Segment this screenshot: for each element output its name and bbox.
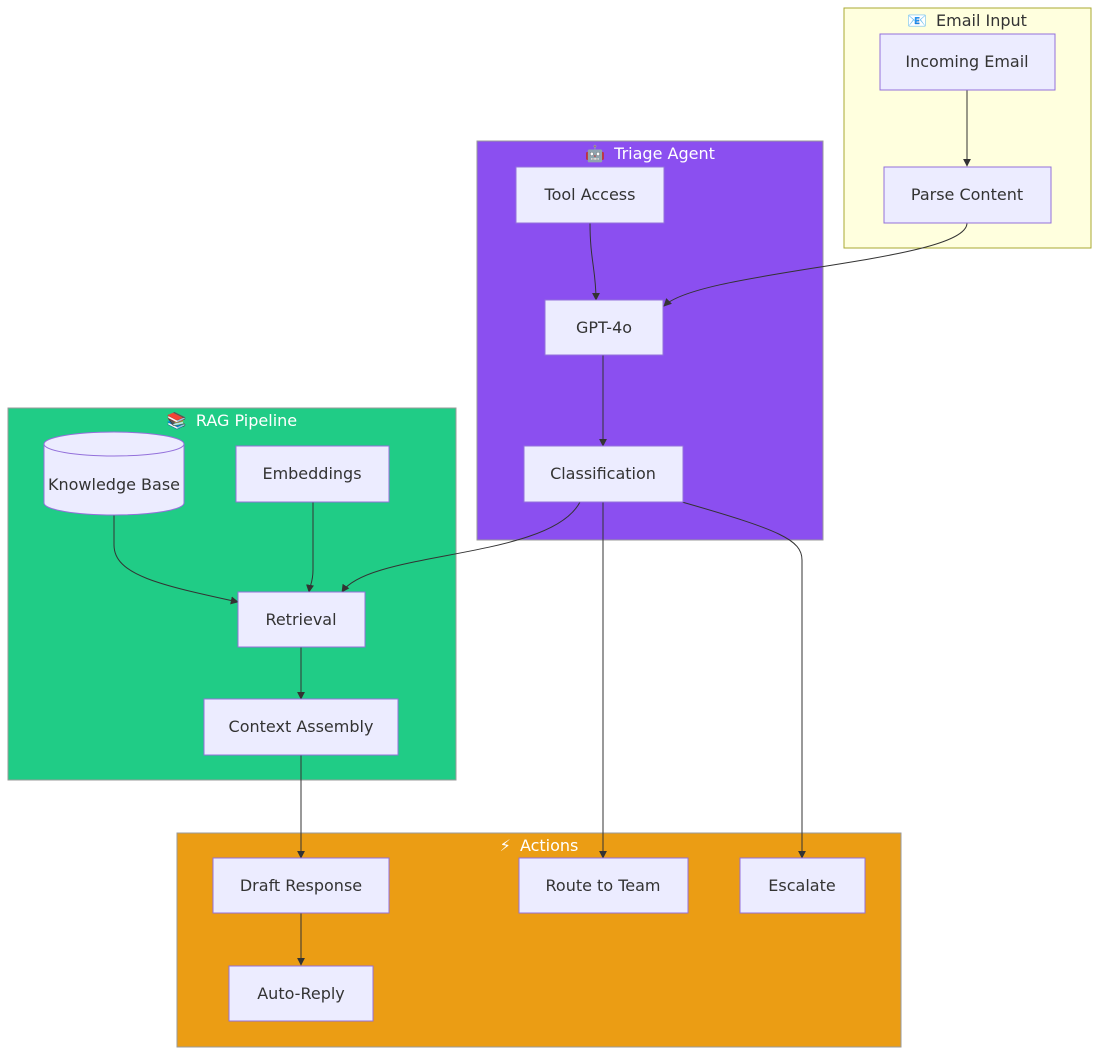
node-label-incoming-email: Incoming Email (905, 52, 1028, 71)
books-icon: 📚 (167, 411, 187, 430)
edge-classification-to-escalate (681, 501, 806, 859)
node-label-context-assembly: Context Assembly (229, 717, 374, 736)
node-parse-content[interactable]: Parse Content (883, 166, 1052, 224)
subgraph-title-email-input: Email Input (936, 11, 1027, 30)
node-label-gpt-4o: GPT-4o (576, 318, 632, 337)
node-gpt-4o[interactable]: GPT-4o (544, 299, 664, 356)
node-draft-response[interactable]: Draft Response (212, 857, 390, 914)
node-escalate[interactable]: Escalate (739, 857, 866, 914)
svg-text:⚡ Actions: ⚡ Actions (500, 836, 579, 855)
edge-parse-to-gpt (663, 222, 968, 307)
subgraph-title-actions: Actions (520, 836, 578, 855)
node-retrieval[interactable]: Retrieval (237, 591, 366, 648)
node-context-assembly[interactable]: Context Assembly (203, 698, 399, 756)
node-auto-reply[interactable]: Auto-Reply (228, 965, 374, 1022)
edge-tool-to-gpt (589, 222, 600, 301)
lightning-icon: ⚡ (500, 836, 511, 855)
node-label-retrieval: Retrieval (265, 610, 336, 629)
robot-icon: 🤖 (585, 144, 605, 163)
envelope-icon: 📧 (907, 11, 927, 30)
node-label-auto-reply: Auto-Reply (257, 984, 345, 1003)
edge-classification-to-retrieval (341, 501, 581, 593)
subgraph-title-triage-agent: Triage Agent (613, 144, 715, 163)
node-label-knowledge-base: Knowledge Base (48, 475, 180, 494)
node-tool-access[interactable]: Tool Access (515, 166, 665, 224)
node-label-parse-content: Parse Content (911, 185, 1023, 204)
node-classification[interactable]: Classification (523, 445, 684, 503)
node-label-route-to-team: Route to Team (546, 876, 661, 895)
node-label-embeddings: Embeddings (262, 464, 361, 483)
subgraph-title-rag-pipeline: RAG Pipeline (196, 411, 297, 430)
node-label-classification: Classification (550, 464, 656, 483)
svg-text:📧 Email Input: 📧 Email Input (907, 11, 1027, 30)
svg-text:🤖 Triage Agent: 🤖 Triage Agent (585, 144, 715, 163)
edge-kb-to-retrieval (113, 515, 239, 605)
edges (113, 90, 971, 966)
svg-text:📚 RAG Pipeline: 📚 RAG Pipeline (167, 411, 297, 430)
node-knowledge-base[interactable]: Knowledge Base (43, 431, 185, 516)
node-incoming-email[interactable]: Incoming Email (879, 33, 1056, 91)
node-label-escalate: Escalate (768, 876, 835, 895)
node-embeddings[interactable]: Embeddings (235, 445, 390, 503)
node-route-to-team[interactable]: Route to Team (518, 857, 689, 914)
node-label-draft-response: Draft Response (240, 876, 362, 895)
edge-embeddings-to-retrieval (306, 502, 314, 593)
node-label-tool-access: Tool Access (544, 185, 636, 204)
nodes: Incoming Email Parse Content Tool Access… (43, 33, 1056, 1022)
